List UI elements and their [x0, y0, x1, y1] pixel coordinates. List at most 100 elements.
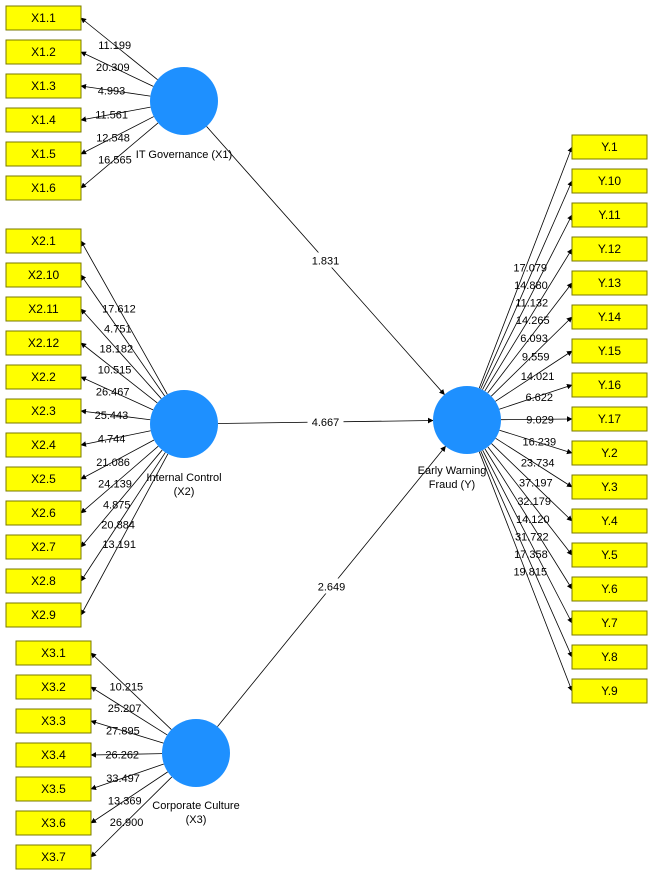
indicator-box[interactable]: X1.6	[5, 175, 82, 201]
loading-weight-label: 33.497	[106, 773, 140, 785]
indicator-rect	[571, 338, 648, 364]
indicator-box[interactable]: Y.5	[571, 542, 648, 568]
indicator-box[interactable]: Y.6	[571, 576, 648, 602]
indicator-box[interactable]: X2.5	[5, 466, 82, 492]
indicator-box[interactable]: X2.2	[5, 364, 82, 390]
loading-weight-label: 20.884	[101, 519, 135, 531]
indicator-box[interactable]: X3.5	[15, 776, 92, 802]
indicator-label: X3.6	[41, 816, 66, 830]
indicator-box[interactable]: Y.7	[571, 610, 648, 636]
loading-weight-label: 26.900	[110, 817, 144, 829]
indicator-box[interactable]: X3.6	[15, 810, 92, 836]
indicator-box[interactable]: X2.4	[5, 432, 82, 458]
indicator-box[interactable]: X3.1	[15, 640, 92, 666]
indicator-rect	[15, 742, 92, 768]
indicator-rect	[5, 141, 82, 167]
construct-label: Fraud (Y)	[429, 479, 475, 491]
indicator-label: X1.2	[31, 45, 56, 59]
indicator-box[interactable]: X2.1	[5, 228, 82, 254]
indicator-label: Y.17	[598, 412, 621, 426]
indicator-box[interactable]: X3.3	[15, 708, 92, 734]
indicator-rect	[571, 270, 648, 296]
loading-weight-label: 13.369	[108, 795, 142, 807]
loading-weight-label: 9.559	[522, 352, 550, 364]
indicator-box[interactable]: Y.9	[571, 678, 648, 704]
loading-arrow	[80, 51, 154, 87]
construct-node[interactable]: IT Governance (X1)	[136, 67, 232, 161]
indicator-label: Y.15	[598, 344, 621, 358]
indicator-box[interactable]: X1.1	[5, 5, 82, 31]
loading-weight-label: 19.815	[513, 566, 547, 578]
indicator-box[interactable]: Y.12	[571, 236, 648, 262]
loading-arrow	[80, 240, 168, 395]
indicator-box[interactable]: X2.7	[5, 534, 82, 560]
loading-weight-label: 14.021	[521, 371, 555, 383]
loading-weight-label: 21.086	[96, 457, 130, 469]
construct-node[interactable]: Corporate Culture(X3)	[152, 719, 240, 826]
loading-arrow	[80, 342, 158, 404]
indicator-box[interactable]: X2.3	[5, 398, 82, 424]
indicator-box[interactable]: X1.5	[5, 141, 82, 167]
indicator-rect	[15, 844, 92, 870]
indicator-label: X2.11	[28, 302, 59, 316]
indicator-box[interactable]: X1.2	[5, 39, 82, 65]
indicator-box[interactable]: X2.12	[5, 330, 82, 356]
indicator-label: Y.9	[601, 684, 618, 698]
indicator-box[interactable]: Y.17	[571, 406, 648, 432]
loading-arrow	[499, 383, 573, 410]
loading-arrow	[80, 83, 151, 97]
indicator-box[interactable]: Y.8	[571, 644, 648, 670]
indicator-rect	[5, 330, 82, 356]
indicator-box[interactable]: X2.9	[5, 602, 82, 628]
indicator-box[interactable]: Y.3	[571, 474, 648, 500]
loading-arrow	[480, 450, 573, 658]
loading-weight-label: 14.120	[516, 514, 550, 526]
indicator-box[interactable]: Y.16	[571, 372, 648, 398]
loading-arrow	[487, 282, 573, 394]
indicator-box[interactable]: X3.2	[15, 674, 92, 700]
loading-weight-label: 31.722	[515, 532, 549, 544]
indicator-box[interactable]: X3.7	[15, 844, 92, 870]
indicator-box[interactable]: Y.10	[571, 168, 648, 194]
indicator-box[interactable]: Y.14	[571, 304, 648, 330]
indicator-rect	[15, 674, 92, 700]
indicator-label: X2.6	[31, 506, 56, 520]
indicator-box[interactable]: X1.3	[5, 73, 82, 99]
loading-weight-label: 26.262	[105, 749, 139, 761]
indicator-box[interactable]: X2.10	[5, 262, 82, 288]
indicator-rect	[5, 107, 82, 133]
indicator-box[interactable]: X1.4	[5, 107, 82, 133]
loading-arrow	[90, 776, 173, 858]
indicator-label: X3.3	[41, 714, 66, 728]
indicator-box[interactable]: Y.1	[571, 134, 648, 160]
loading-weight-label: 4.993	[98, 85, 126, 97]
loading-weight-label: 25.207	[108, 703, 142, 715]
indicator-rect	[15, 708, 92, 734]
indicator-box[interactable]: X2.11	[5, 296, 82, 322]
loading-arrow	[80, 116, 154, 155]
indicator-rect	[5, 534, 82, 560]
loading-weight-label: 10.215	[110, 682, 144, 694]
loading-arrow	[90, 652, 172, 730]
indicator-box[interactable]: Y.4	[571, 508, 648, 534]
indicator-rect	[571, 508, 648, 534]
indicator-box[interactable]: Y.15	[571, 338, 648, 364]
construct-node[interactable]: Internal Control(X2)	[146, 390, 222, 498]
loading-arrow	[478, 451, 573, 692]
indicator-rect	[5, 296, 82, 322]
indicator-box[interactable]: Y.11	[571, 202, 648, 228]
loading-weight-label: 25.443	[95, 410, 129, 422]
indicator-label: X3.1	[41, 646, 66, 660]
loading-weight-label: 10.515	[98, 364, 132, 376]
indicator-box[interactable]: Y.13	[571, 270, 648, 296]
indicator-box[interactable]: X2.8	[5, 568, 82, 594]
loading-arrow	[482, 450, 573, 624]
indicator-box[interactable]: X2.6	[5, 500, 82, 526]
indicator-box[interactable]: Y.2	[571, 440, 648, 466]
indicator-box[interactable]: X3.4	[15, 742, 92, 768]
indicator-rect	[5, 175, 82, 201]
indicator-rect	[571, 304, 648, 330]
